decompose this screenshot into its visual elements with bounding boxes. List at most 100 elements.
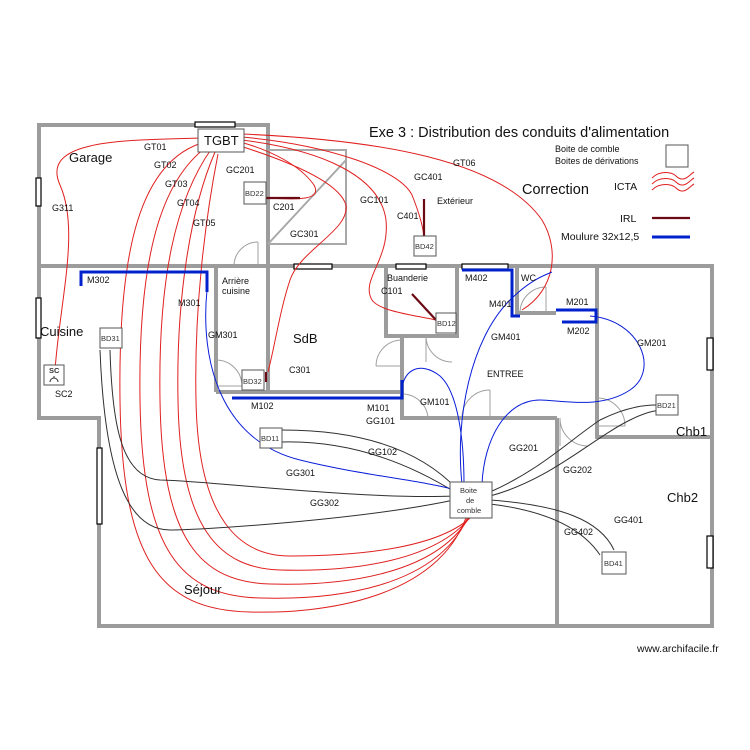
label-gt04: GT04	[177, 198, 200, 208]
cable-gg301	[109, 349, 455, 498]
cable-gg202	[489, 409, 667, 497]
boite-comble-line1: Boite	[460, 486, 477, 495]
icta-gt01	[54, 137, 204, 371]
room-entree: ENTREE	[487, 369, 524, 379]
irl-c101	[411, 293, 437, 321]
cable-gg101	[281, 429, 459, 491]
door-entree-sdb	[375, 339, 403, 367]
room-cuisine: Cuisine	[40, 324, 83, 339]
window-chb1	[706, 337, 714, 371]
box-bd21-label: BD21	[657, 401, 676, 410]
stair-outline	[268, 149, 347, 245]
label-gt06: GT06	[453, 158, 476, 168]
label-c201: C201	[273, 202, 295, 212]
label-m202: M202	[567, 326, 590, 336]
window-garage	[35, 177, 42, 207]
box-bd31-label: BD31	[101, 334, 120, 343]
icta-gc301	[239, 145, 347, 373]
box-bd41	[601, 551, 627, 575]
legend: Exe 3 : Distribution des conduits d'alim…	[369, 125, 695, 243]
icta-gt03	[139, 145, 471, 599]
boxes: TGBT Boite de comble BD22 BD42 BD31 BD32…	[43, 128, 679, 575]
room-exterieur: Extérieur	[437, 196, 473, 206]
label-sc2: SC2	[55, 389, 73, 399]
room-sejour: Séjour	[184, 582, 222, 597]
label-gg201: GG201	[509, 443, 538, 453]
wall-entree-left	[400, 336, 557, 420]
cable-gg102	[281, 441, 459, 495]
correction-label: Correction	[522, 182, 589, 198]
cable-gg302	[99, 349, 455, 531]
window-cuisine	[35, 297, 42, 339]
window-wc-top	[461, 263, 509, 270]
label-gm401: GM401	[491, 332, 521, 342]
room-sdb: SdB	[293, 331, 318, 346]
door-wc	[519, 286, 547, 314]
door-chb1	[596, 397, 626, 427]
room-wc: WC	[521, 273, 536, 283]
windows	[35, 121, 714, 569]
label-g311: G311	[52, 203, 73, 213]
door-entree-main	[401, 393, 429, 419]
label-gm201: GM201	[637, 338, 667, 348]
cable-gm301	[205, 289, 457, 491]
label-m102: M102	[251, 401, 274, 411]
box-bd42	[413, 235, 437, 257]
label-gg302: GG302	[310, 498, 339, 508]
label-gc101: GC101	[360, 195, 389, 205]
box-bd41-label: BD41	[604, 559, 623, 568]
label-c101: C101	[381, 286, 403, 296]
label-gg402: GG402	[564, 527, 593, 537]
boite-comble-line3: comble	[457, 506, 481, 515]
legend-icta-label: ICTA	[614, 181, 637, 193]
sc-symbol-icon	[49, 376, 59, 383]
label-gt03: GT03	[165, 179, 188, 189]
legend-boites-derivation-label: Boites de dérivations	[555, 156, 639, 166]
label-gm101: GM101	[420, 397, 450, 407]
room-arriere-line2: cuisine	[222, 286, 250, 296]
door-garage-arriere	[233, 241, 259, 267]
box-bd42-label: BD42	[415, 242, 434, 251]
box-sc	[43, 364, 65, 386]
door-buanderie	[425, 335, 453, 363]
label-gc301: GC301	[290, 229, 319, 239]
icta-gt06	[241, 133, 553, 311]
box-bd12-label: BD12	[437, 319, 456, 328]
box-bd22-label: BD22	[245, 189, 264, 198]
icta-gt05b	[195, 153, 477, 557]
icta-conduits	[54, 133, 553, 613]
title: Exe 3 : Distribution des conduits d'alim…	[369, 125, 669, 141]
label-gg202: GG202	[563, 465, 592, 475]
moulure-m302	[79, 270, 209, 292]
watermark: www.archifacile.fr	[636, 643, 719, 655]
window-sdb-top	[293, 263, 333, 270]
label-m401: M401	[489, 299, 512, 309]
cable-gm101	[401, 367, 465, 485]
cable-gg201	[489, 404, 657, 493]
box-sc-label: SC	[49, 366, 60, 375]
stair-diagonal	[267, 159, 347, 245]
label-gg102: GG102	[368, 447, 397, 457]
moulure-m201	[556, 308, 598, 324]
icta-gc101	[241, 139, 437, 321]
box-bd22	[243, 181, 267, 205]
label-m302: M302	[87, 275, 110, 285]
moulures	[79, 268, 598, 400]
legend-moulure-label: Moulure 32x12,5	[561, 231, 639, 243]
label-c401: C401	[397, 211, 419, 221]
boite-comble-line2: de	[466, 496, 474, 505]
legend-irl-label: IRL	[620, 213, 637, 225]
room-garage: Garage	[69, 150, 112, 165]
moulure-m102	[232, 380, 404, 400]
room-labels: Garage Cuisine SdB Arrière cuisine Buand…	[40, 150, 707, 597]
legend-boite-comble-label: Boite de comble	[555, 144, 620, 154]
label-gt05: GT05	[193, 218, 216, 228]
window-tgbt-wall	[194, 121, 236, 128]
label-m402: M402	[465, 273, 488, 283]
tgbt-label: TGBT	[204, 133, 239, 148]
exterior-wall-main	[37, 264, 714, 628]
box-bd12	[435, 312, 457, 334]
box-bd11	[259, 427, 283, 449]
wall-buanderie	[384, 266, 459, 338]
